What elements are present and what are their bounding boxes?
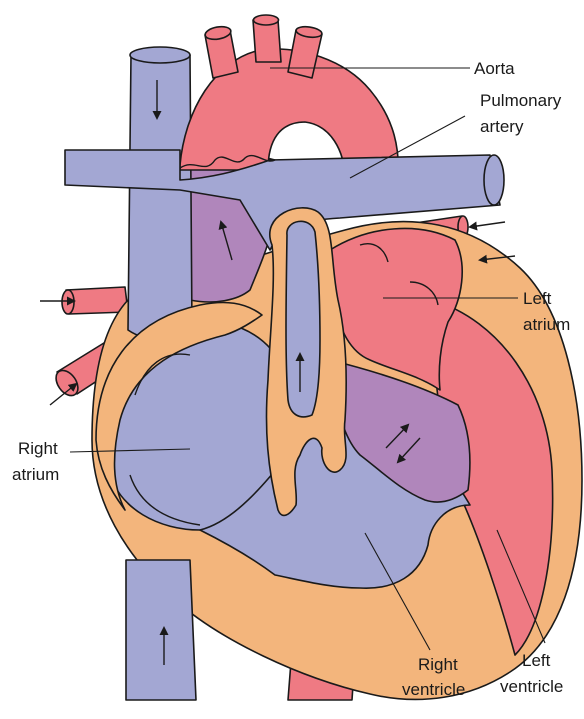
septum-inner-channel (286, 221, 320, 417)
label-aorta: Aorta (474, 59, 515, 78)
pulmonary-vein-upper-left (66, 287, 128, 314)
label-left-atrium-line1: Left (523, 289, 552, 308)
label-left-ventricle-line2: ventricle (500, 677, 563, 696)
pulmonary-artery-right-opening (484, 155, 504, 205)
label-right-ventricle-line1: Right (418, 655, 458, 674)
label-right-ventricle-line2: ventricle (402, 680, 465, 699)
label-pulmonary-artery-line2: artery (480, 117, 524, 136)
label-pulmonary-artery-line1: Pulmonary (480, 91, 562, 110)
pulmonary-vein-upper-left-opening (62, 290, 74, 314)
label-left-atrium-line2: atrium (523, 315, 570, 334)
label-right-atrium-line2: atrium (12, 465, 59, 484)
flow-arrow-pv-upper-right (470, 222, 505, 227)
aorta-branch-2 (253, 20, 281, 62)
aorta-branch-2-opening (254, 15, 279, 25)
label-left-ventricle-line1: Left (522, 651, 551, 670)
superior-vena-cava-opening (130, 47, 190, 63)
inferior-vena-cava (126, 560, 196, 700)
superior-vena-cava (128, 55, 192, 339)
label-right-atrium-line1: Right (18, 439, 58, 458)
